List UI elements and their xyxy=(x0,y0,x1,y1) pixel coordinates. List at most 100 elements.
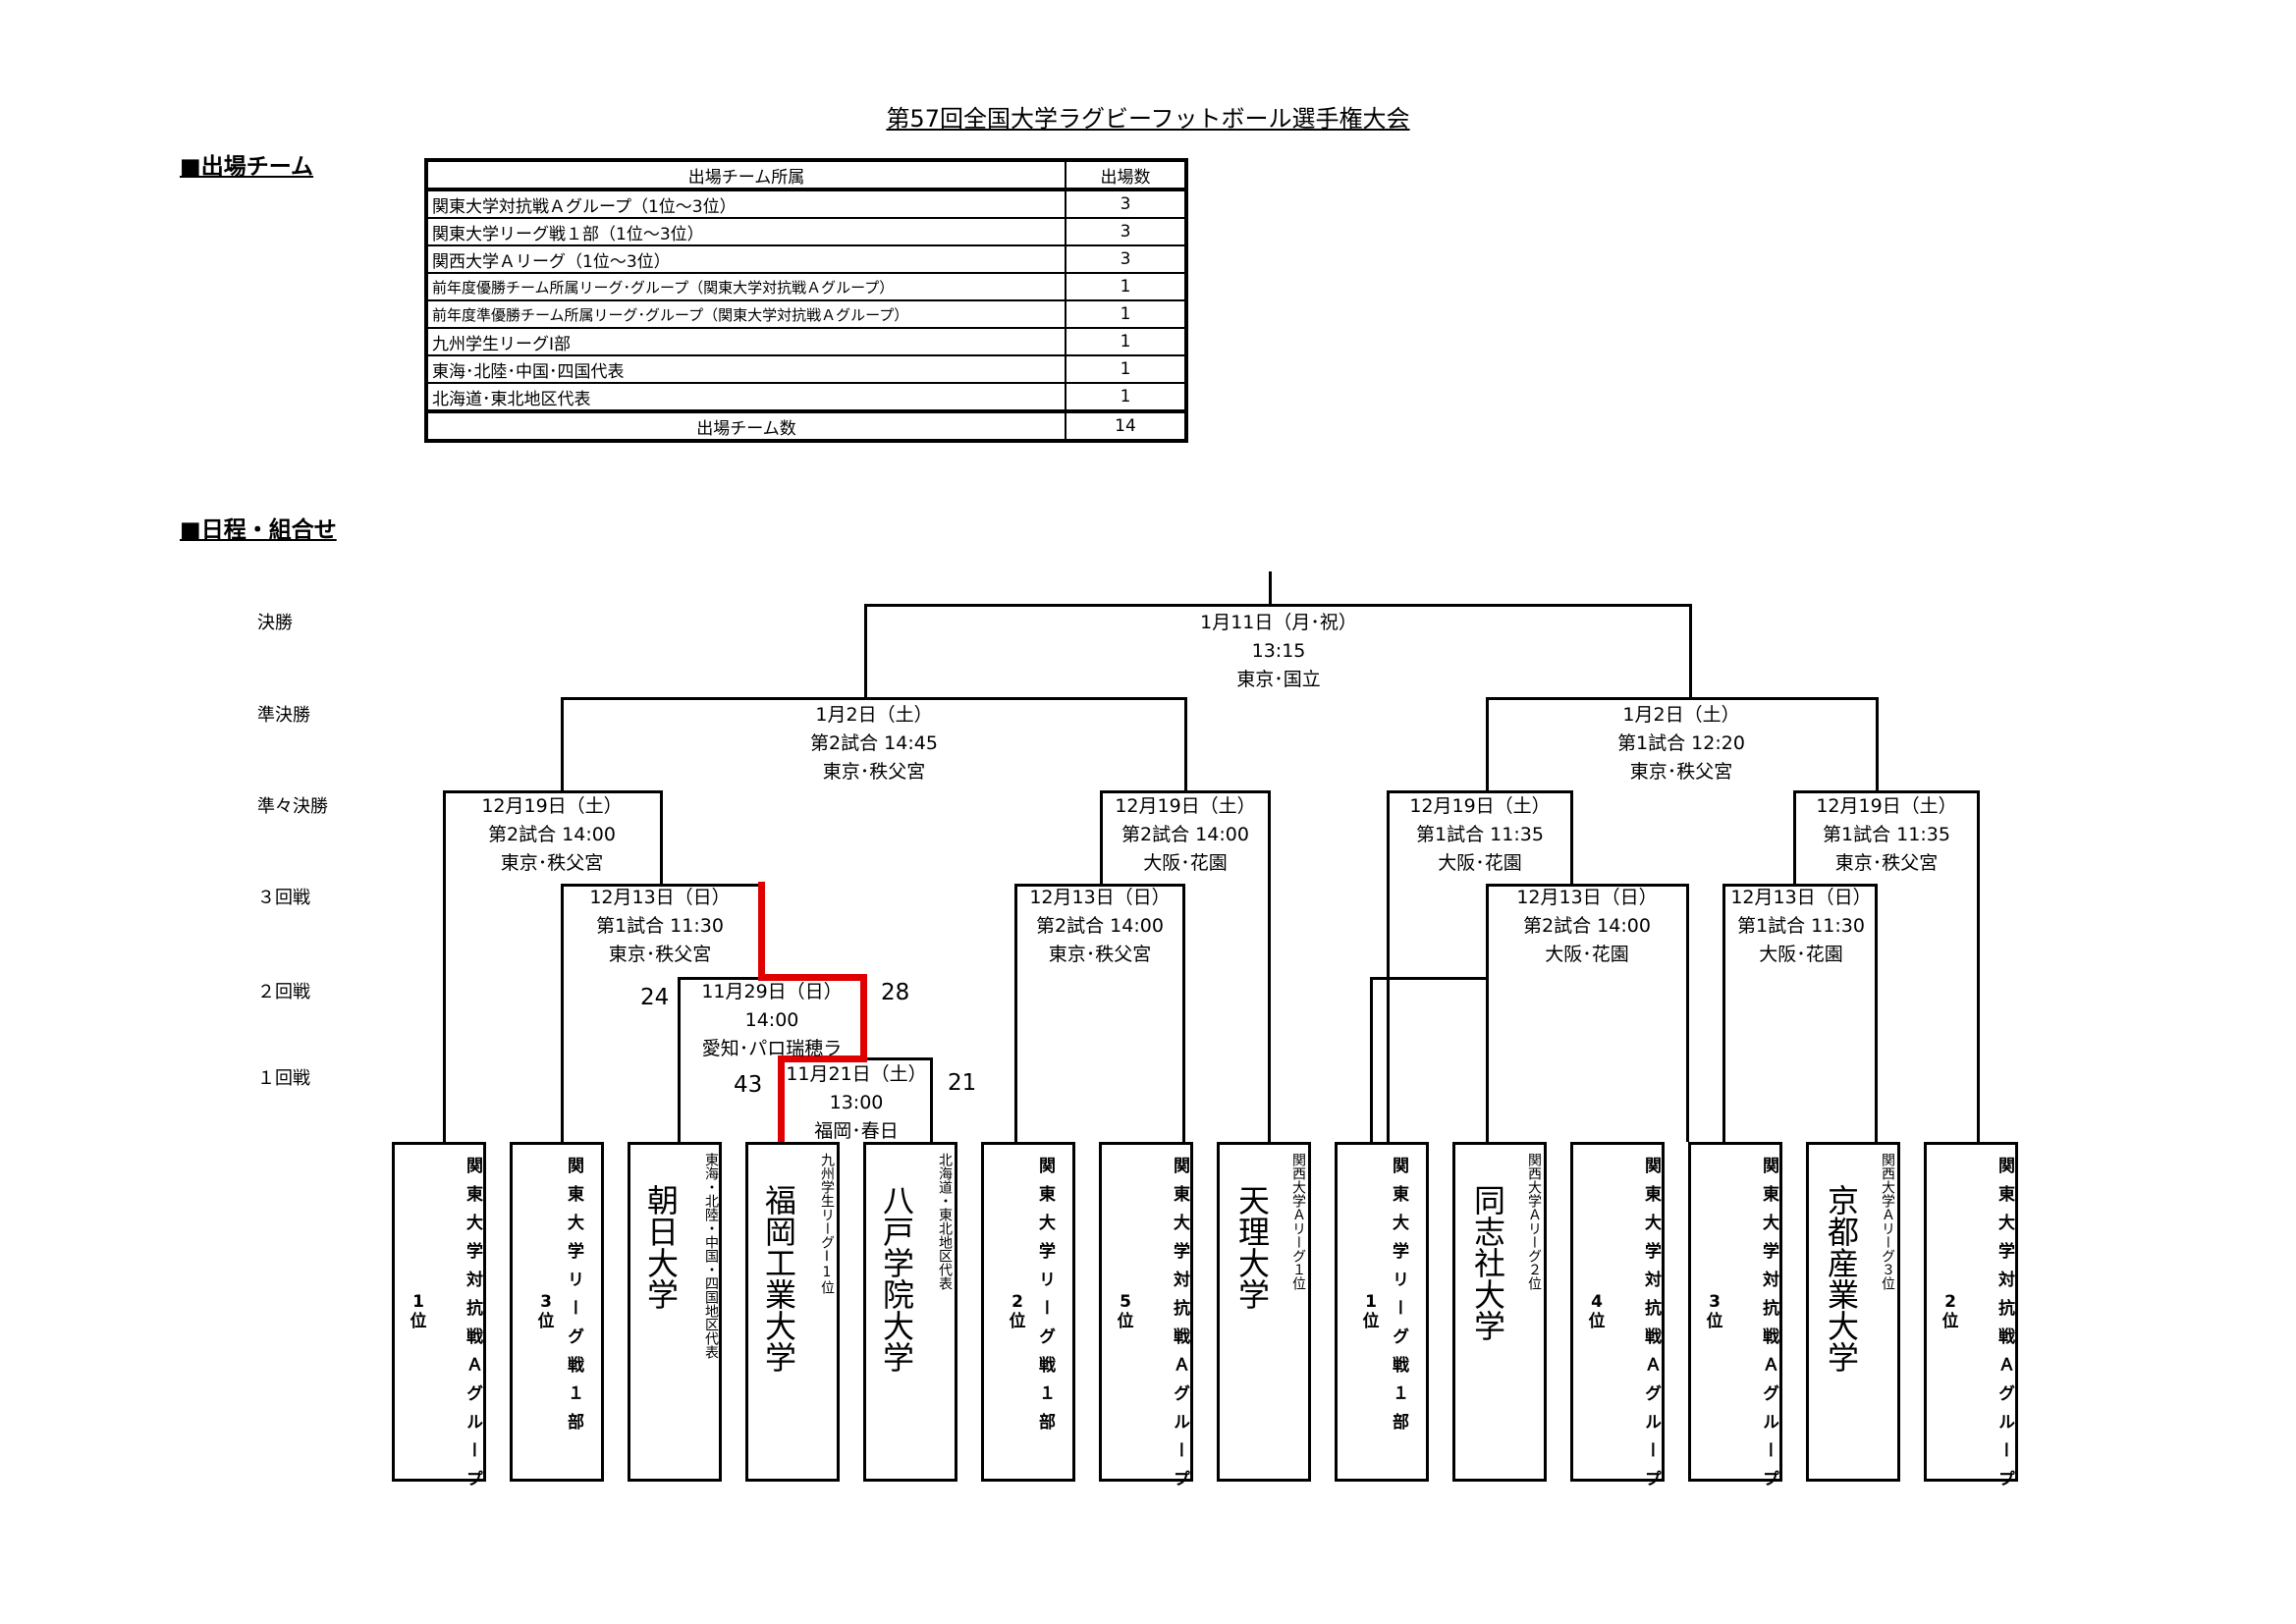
team-box: 京都産業大学 関西大学Ａリーグ３位 xyxy=(1806,1142,1900,1482)
round-label-round3: ３回戦 xyxy=(257,888,310,908)
match-venue: 東京･秩父宮 xyxy=(1048,944,1152,965)
quota-count: 3 xyxy=(1065,217,1187,246)
team-name: 福岡工業大学 xyxy=(760,1184,797,1373)
team-box: 八戸学院大学 北海道・東北地区代表 xyxy=(863,1142,957,1482)
match-semifinal-2: 1月2日（土） 第1試合 12:20 東京･秩父宮 xyxy=(1485,701,1878,786)
team-qualification: 関西大学Ａリーグ１位 xyxy=(1290,1153,1306,1290)
round-label-semifinal: 準決勝 xyxy=(257,705,310,726)
team-box: 天理大学 関西大学Ａリーグ１位 xyxy=(1217,1142,1311,1482)
team-name: 朝日大学 xyxy=(642,1184,680,1310)
match-time: 第1試合 12:20 xyxy=(1617,732,1745,754)
match-venue: 愛知･パロ瑞穂ラ xyxy=(701,1038,843,1059)
match-date: 12月19日（土） xyxy=(1115,795,1256,817)
quota-affiliation: 北海道･東北地区代表 xyxy=(425,382,1066,412)
match-time: 13:00 xyxy=(829,1092,884,1113)
team-qualification: 東海・北陸・中国・四国地区代表 xyxy=(703,1153,719,1359)
team-qualification: 関西大学Ａリーグ２位 xyxy=(1526,1153,1542,1290)
quota-affiliation: 前年度優勝チーム所属リーグ･グループ（関東大学対抗戦Ａグループ） xyxy=(425,272,1066,301)
match-time: 第1試合 11:35 xyxy=(1823,824,1950,845)
team-qualification: 九州学生リーグⅠ1位 xyxy=(819,1153,835,1294)
match-date: 12月13日（日） xyxy=(1516,887,1658,908)
team-name: 京都産業大学 xyxy=(1823,1184,1860,1373)
quota-affiliation: 前年度準優勝チーム所属リーグ･グループ（関東大学対抗戦Ａグループ） xyxy=(425,299,1066,329)
team-league-label: 関東大学リーグ戦１部 xyxy=(564,1157,583,1441)
match-round3-b: 12月13日（日） 第2試合 14:00 東京･秩父宮 xyxy=(1002,884,1198,969)
quota-count: 1 xyxy=(1065,382,1187,412)
match-time: 第1試合 11:30 xyxy=(1737,915,1865,937)
match-semifinal-1: 1月2日（土） 第2試合 14:45 東京･秩父宮 xyxy=(678,701,1070,786)
quota-header-affiliation: 出場チーム所属 xyxy=(425,159,1066,191)
quota-count: 3 xyxy=(1065,189,1187,219)
score-round2-left: 24 xyxy=(640,985,670,1010)
team-rank: 5位 xyxy=(1117,1292,1134,1331)
team-league-label: 関東大学対抗戦Ａグループ xyxy=(1170,1157,1189,1498)
quota-affiliation: 九州学生リーグⅠ部 xyxy=(425,327,1066,356)
match-date: 12月19日（土） xyxy=(1409,795,1551,817)
match-date: 1月11日（月･祝） xyxy=(1200,612,1357,633)
match-venue: 東京･秩父宮 xyxy=(822,761,926,783)
team-league-label: 関東大学対抗戦Ａグループ xyxy=(1995,1157,2014,1498)
quota-affiliation: 関西大学Ａリーグ（1位～3位） xyxy=(425,244,1066,274)
match-date: 12月19日（土） xyxy=(481,795,623,817)
team-box: 福岡工業大学 九州学生リーグⅠ1位 xyxy=(745,1142,840,1482)
match-time: 第2試合 14:00 xyxy=(488,824,616,845)
team-rank: 2位 xyxy=(1009,1292,1026,1331)
match-quarterfinal-2: 12月19日（土） 第2試合 14:00 大阪･花園 xyxy=(1087,792,1284,878)
team-league-label: 関東大学対抗戦Ａグループ xyxy=(463,1157,482,1498)
score-round1-left: 43 xyxy=(734,1072,763,1098)
round-label-quarterfinal: 準々決勝 xyxy=(257,796,328,817)
team-qualification: 関西大学Ａリーグ３位 xyxy=(1880,1153,1895,1290)
team-rank: 1位 xyxy=(1362,1292,1380,1331)
match-time: 第1試合 11:30 xyxy=(596,915,724,937)
match-quarterfinal-1: 12月19日（土） 第2試合 14:00 東京･秩父宮 xyxy=(454,792,650,878)
team-qualification: 北海道・東北地区代表 xyxy=(937,1153,953,1290)
quota-count: 1 xyxy=(1065,327,1187,356)
team-box: 関東大学対抗戦Ａグループ 5位 xyxy=(1099,1142,1193,1498)
team-rank: 3位 xyxy=(537,1292,555,1331)
team-name: 天理大学 xyxy=(1233,1184,1271,1310)
match-date: 12月13日（日） xyxy=(1029,887,1171,908)
quota-row: 関東大学対抗戦Ａグループ（1位～3位）3 xyxy=(425,189,1187,219)
match-venue: 大阪･花園 xyxy=(1759,944,1843,965)
match-round3-a: 12月13日（日） 第1試合 11:30 東京･秩父宮 xyxy=(562,884,758,969)
section-schedule-heading: ■日程・組合せ xyxy=(180,517,337,543)
match-date: 1月2日（土） xyxy=(1622,704,1740,726)
team-box: 関東大学対抗戦Ａグループ 4位 xyxy=(1570,1142,1665,1498)
match-venue: 大阪･花園 xyxy=(1438,852,1522,874)
quota-header-row: 出場チーム所属 出場数 xyxy=(425,159,1187,191)
match-venue: 東京･国立 xyxy=(1236,669,1321,690)
match-date: 12月13日（日） xyxy=(589,887,731,908)
team-league-label: 関東大学対抗戦Ａグループ xyxy=(1641,1157,1661,1498)
round-label-round1: １回戦 xyxy=(257,1068,310,1089)
round-label-final: 決勝 xyxy=(257,613,293,633)
match-date: 11月29日（日） xyxy=(701,981,843,1002)
quota-count: 1 xyxy=(1065,299,1187,329)
team-box: 朝日大学 東海・北陸・中国・四国地区代表 xyxy=(628,1142,722,1482)
quota-count: 1 xyxy=(1065,272,1187,301)
team-rank: 3位 xyxy=(1706,1292,1723,1331)
match-time: 第2試合 14:45 xyxy=(810,732,938,754)
match-time: 第1試合 11:35 xyxy=(1416,824,1544,845)
match-time: 第2試合 14:00 xyxy=(1523,915,1651,937)
team-rank: 4位 xyxy=(1588,1292,1606,1331)
match-venue: 東京･秩父宮 xyxy=(1629,761,1733,783)
team-box: 関東大学リーグ戦１部 2位 xyxy=(981,1142,1075,1482)
score-round2-right: 28 xyxy=(881,980,910,1005)
match-venue: 福岡･春日 xyxy=(814,1120,899,1142)
match-date: 12月13日（日） xyxy=(1730,887,1872,908)
quota-count: 1 xyxy=(1065,354,1187,384)
team-box: 関東大学対抗戦Ａグループ 2位 xyxy=(1924,1142,2018,1498)
match-time: 第2試合 14:00 xyxy=(1121,824,1249,845)
match-venue: 大阪･花園 xyxy=(1545,944,1629,965)
team-rank: 2位 xyxy=(1941,1292,1959,1331)
team-box: 関東大学リーグ戦１部 1位 xyxy=(1335,1142,1429,1482)
match-round3-c: 12月13日（日） 第2試合 14:00 大阪･花園 xyxy=(1489,884,1685,969)
match-venue: 東京･秩父宮 xyxy=(1834,852,1939,874)
quota-row: 前年度優勝チーム所属リーグ･グループ（関東大学対抗戦Ａグループ）1 xyxy=(425,272,1187,301)
quota-header-count: 出場数 xyxy=(1065,159,1187,191)
team-box: 同志社大学 関西大学Ａリーグ２位 xyxy=(1452,1142,1547,1482)
match-final: 1月11日（月･祝） 13:15 東京･国立 xyxy=(1082,609,1475,694)
quota-total-count: 14 xyxy=(1065,409,1187,442)
quota-affiliation: 関東大学対抗戦Ａグループ（1位～3位） xyxy=(425,189,1066,219)
